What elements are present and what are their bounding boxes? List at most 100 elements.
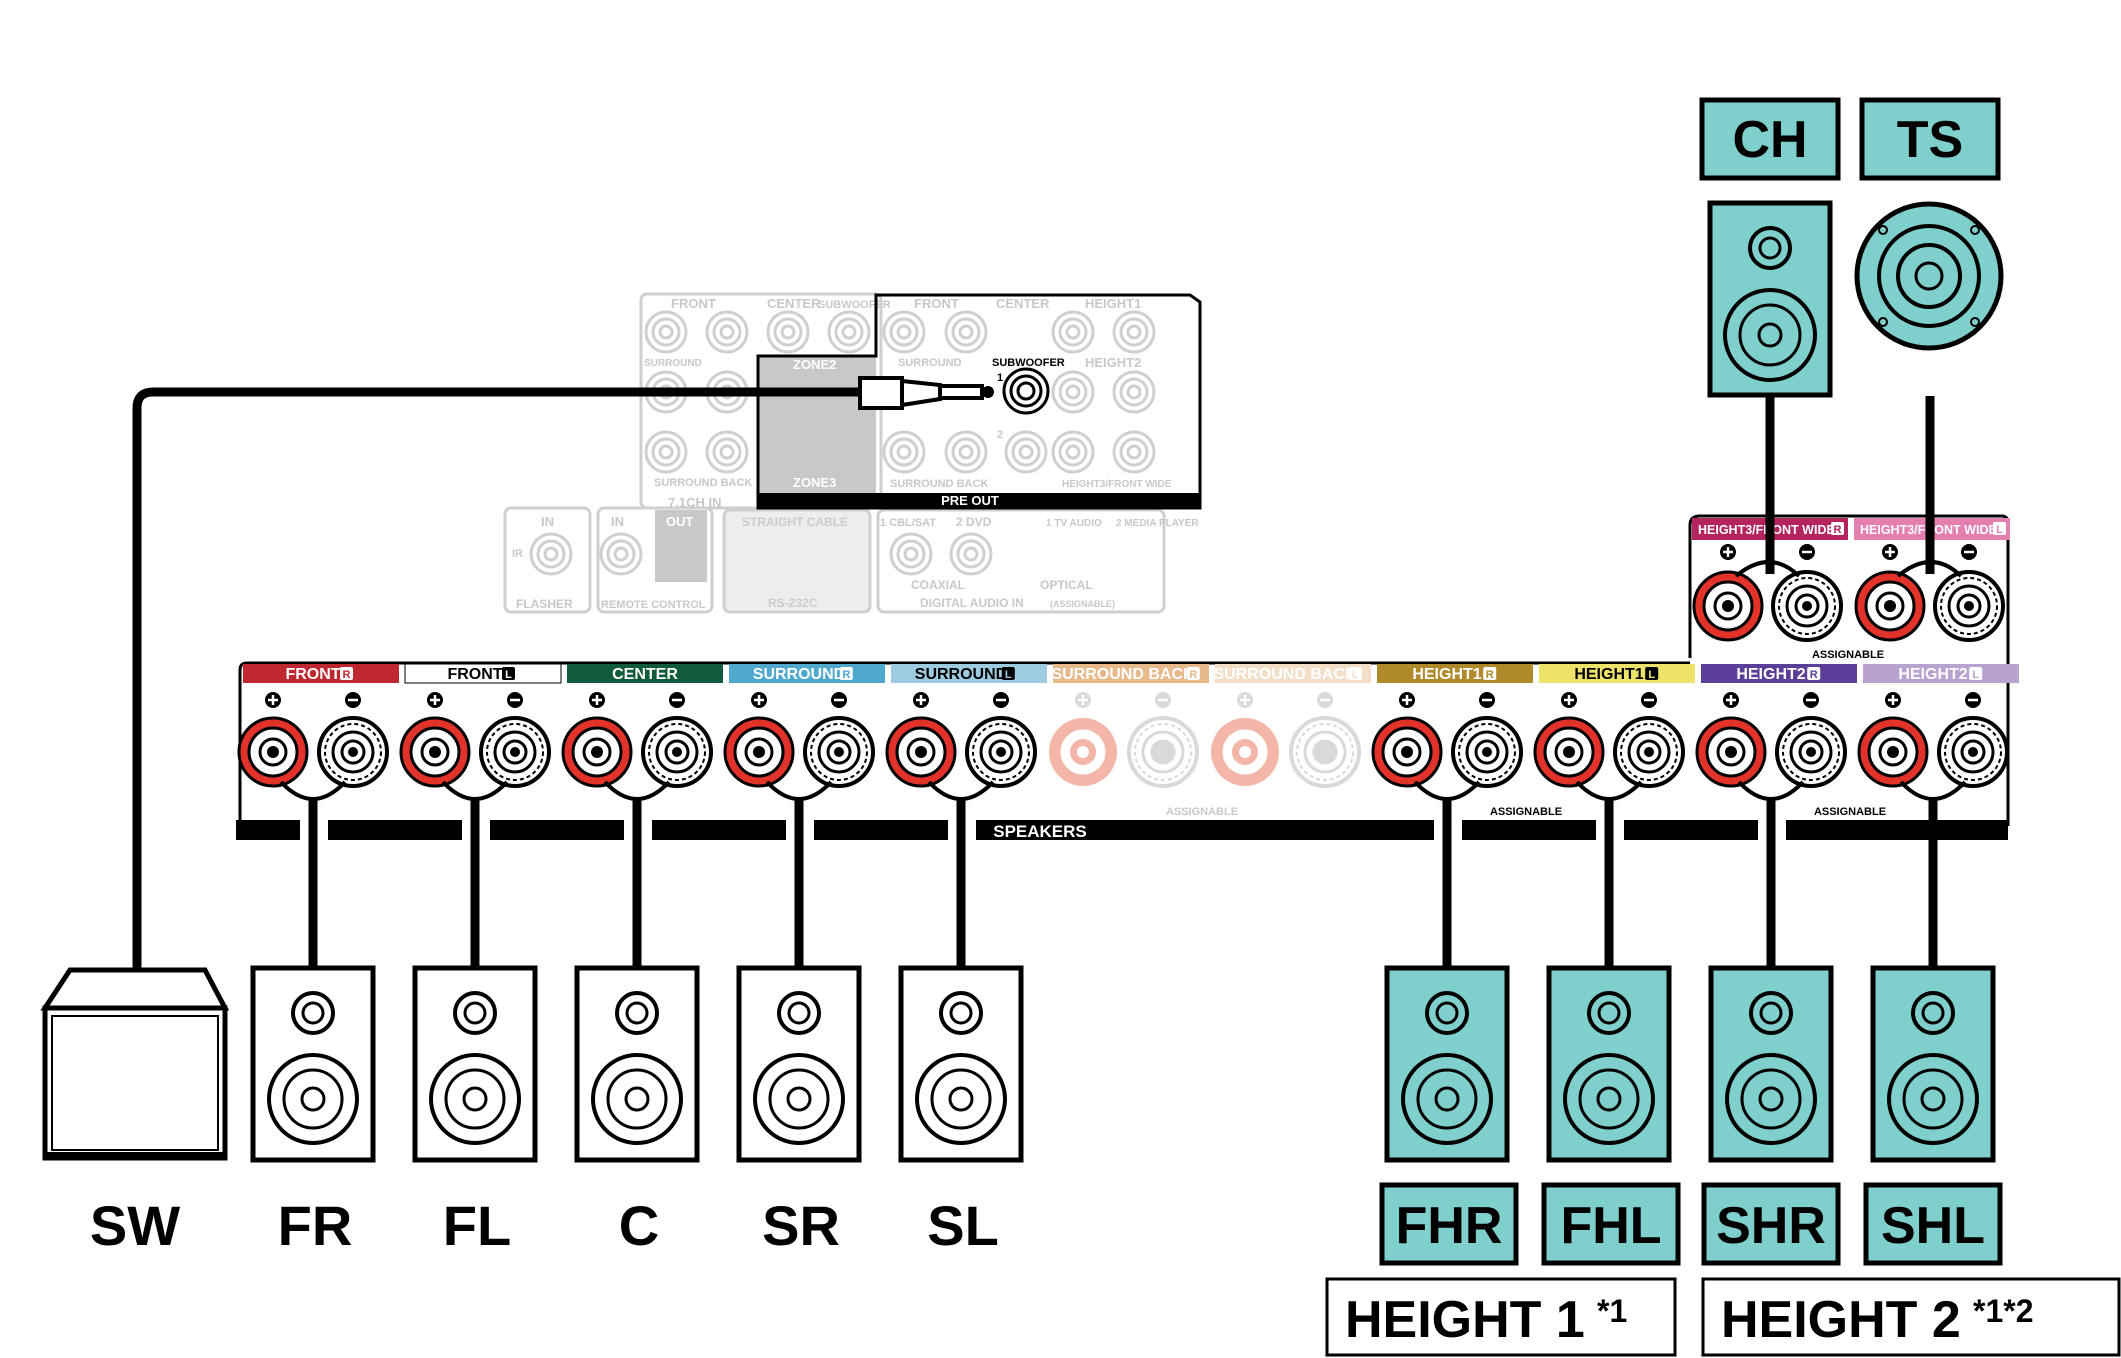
h3-post-minus-1 [1933,570,2005,642]
wire-split-front-l [441,780,509,801]
speaker-shr [1708,965,1834,1163]
speaker-fhr [1384,965,1510,1163]
post-minus-surround-back-l [1289,716,1361,788]
speaker-fhl [1546,965,1672,1163]
svg-text:R: R [1486,669,1494,681]
faded-remote-control-label: REMOTE CONTROL [601,599,706,611]
faded-remote-in-label: IN [611,514,624,529]
terminal-label-height1-l: HEIGHT1 [1574,666,1643,683]
assignable-label-height3: ASSIGNABLE [1812,649,1884,661]
faded-labels: FRONT CENTER SUBWOOFER SURROUND SURROUND… [512,296,1199,611]
faded-rs232c-label: RS-232C [768,596,818,610]
shr-label: SHR [1716,1197,1826,1255]
terminal-label-surround-back-l: SURROUND BACK [1213,666,1357,683]
speaker-fr [250,965,376,1163]
sl-label: SL [927,1194,999,1257]
height1-group-label: HEIGHT 1 [1345,1291,1585,1349]
fhr-label: FHR [1396,1197,1503,1255]
svg-text:L: L [1996,524,2003,536]
faded-surround-label: SURROUND [644,358,702,369]
svg-text:L: L [505,669,512,681]
post-plus-surround-back-r [1049,718,1117,786]
post-minus-front-r [317,716,389,788]
fl-label: FL [443,1194,511,1257]
svg-text:L: L [1648,669,1655,681]
wire-split-height2-r [1737,780,1805,801]
faded-front-label-2: FRONT [914,296,959,311]
faded-ir-label: IR [512,548,523,560]
terminal-label-front-r: FRONT [285,666,340,683]
faded-media-player-label: 2 MEDIA PLAYER [1116,518,1199,529]
terminal-label-surround-l: SURROUND [915,666,1007,683]
h3-post-plus-0 [1692,570,1764,642]
top-speaker-labels: CH TS [1699,97,2001,181]
zone2-label: ZONE2 [793,357,836,372]
post-plus-center [561,716,633,788]
post-plus-surround-r [723,716,795,788]
post-minus-height2-l [1937,716,2009,788]
c-label: C [619,1194,659,1257]
svg-text:L: L [1352,669,1359,681]
speaker-shl [1870,965,1996,1163]
terminal-header-height1-l: HEIGHT1 L [1539,664,1695,708]
terminal-label-surround-r: SURROUND [753,666,845,683]
post-plus-height2-r [1695,716,1767,788]
faded-71ch-label: 7.1CH IN [668,495,721,510]
subwoofer-2-label: 2 [997,429,1003,441]
terminal-label-center: CENTER [612,666,678,683]
post-minus-surround-r [803,716,875,788]
faded-height2-label: HEIGHT2 [1085,355,1141,370]
post-plus-height2-l [1857,716,1929,788]
subwoofer-jack [1002,367,1050,415]
bottom-speakers [250,965,1996,1163]
ts-speaker [1854,201,2004,351]
speaker-fl [412,965,538,1163]
post-plus-height1-l [1533,716,1605,788]
faded-assignable-small-label: (ASSIGNABLE) [1050,599,1115,609]
wire-split-center [603,780,671,801]
faded-cbl-sat-label: 1 CBL/SAT [880,517,936,529]
faded-flasher-label: FLASHER [516,597,573,611]
post-minus-center [641,716,713,788]
faded-coaxial-label: COAXIAL [911,578,965,592]
subwoofer-label: SUBWOOFER [992,357,1065,369]
post-minus-surround-back-r [1127,716,1199,788]
faded-subwoofer-label: SUBWOOFER [818,299,891,311]
speaker-sl [898,965,1024,1163]
post-minus-height1-l [1613,716,1685,788]
terminal-label-height1-r: HEIGHT1 [1412,666,1481,683]
sr-label: SR [762,1194,840,1257]
terminal-label-front-l: FRONT [447,666,502,683]
ch-speaker [1707,200,1833,398]
faded-straight-cable-label: STRAIGHT CABLE [742,515,848,529]
ts-label: TS [1897,111,1963,169]
height2-group-label: HEIGHT 2 [1721,1291,1961,1349]
post-minus-height2-r [1775,716,1847,788]
wire-split-height2-l [1899,780,1967,801]
pre-out-label: PRE OUT [941,493,999,508]
post-plus-front-l [399,716,471,788]
terminal-label-height2-r: HEIGHT2 [1736,666,1805,683]
faded-surround-label-2: SURROUND [898,357,962,369]
post-plus-height1-r [1371,716,1443,788]
assignable-label-faded: ASSIGNABLE [1166,806,1238,818]
pre-out-active: PRE OUT SUBWOOFER 1 2 [756,293,1202,510]
speaker-wires [308,396,1938,968]
svg-text:R: R [1810,669,1818,681]
speaker-c [574,965,700,1163]
svg-text:R: R [1834,524,1842,536]
fhl-label: FHL [1560,1197,1661,1255]
wire-split-height1-r [1413,780,1481,801]
shl-label: SHL [1881,1197,1985,1255]
faded-front-label: FRONT [671,296,716,311]
wire-split-front-r [279,780,347,801]
zone3-label: ZONE3 [793,475,836,490]
subwoofer-speaker [40,967,230,1161]
